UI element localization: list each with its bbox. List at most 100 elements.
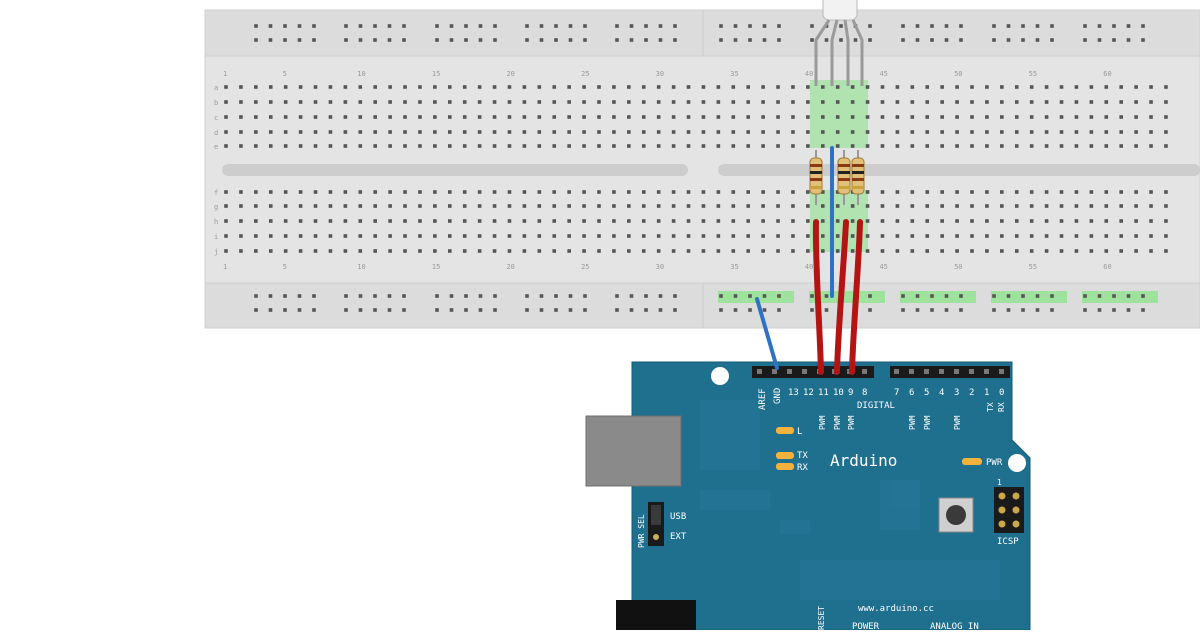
- breadboard-hole: [731, 100, 736, 104]
- breadboard-hole: [388, 234, 392, 238]
- rail-hole: [464, 308, 468, 312]
- rail-hole: [930, 308, 934, 312]
- rail-hole: [853, 38, 858, 42]
- breadboard-hole: [1044, 85, 1049, 89]
- rail-hole: [810, 308, 814, 312]
- breadboard-hole: [656, 130, 661, 134]
- rail-hole: [402, 24, 406, 28]
- breadboard-hole: [865, 115, 870, 119]
- usb-select-label: USB: [670, 512, 686, 522]
- breadboard-hole: [612, 100, 616, 104]
- rail-hole: [568, 24, 573, 28]
- breadboard-hole: [268, 219, 273, 223]
- breadboard-hole: [597, 100, 601, 104]
- breadboard-hole: [1104, 85, 1109, 89]
- breadboard-hole: [925, 144, 930, 148]
- breadboard-hole: [239, 249, 243, 253]
- power-jack: [616, 600, 696, 630]
- breadboard-hole: [283, 115, 288, 119]
- breadboard-hole: [1104, 100, 1109, 104]
- breadboard-hole: [537, 115, 542, 119]
- ext-select-label: EXT: [670, 532, 687, 542]
- rail-hole: [1021, 308, 1025, 312]
- rail-hole: [615, 294, 619, 298]
- breadboard-hole: [791, 190, 795, 194]
- breadboard-hole: [239, 190, 243, 194]
- column-number: 5: [283, 263, 287, 271]
- breadboard-hole: [895, 190, 900, 194]
- rail-hole: [762, 24, 767, 28]
- breadboard-hole: [254, 219, 258, 223]
- breadboard-hole: [462, 190, 467, 194]
- breadboard-hole: [537, 130, 542, 134]
- breadboard-hole: [850, 100, 855, 104]
- breadboard-hole: [850, 219, 855, 223]
- breadboard-hole: [373, 190, 377, 194]
- breadboard-hole: [433, 234, 437, 238]
- breadboard-hole: [1104, 190, 1109, 194]
- breadboard-hole: [671, 204, 676, 208]
- breadboard-hole: [1000, 249, 1004, 253]
- breadboard-hole: [254, 115, 258, 119]
- breadboard-hole: [373, 219, 377, 223]
- breadboard-hole: [1044, 130, 1049, 134]
- breadboard-hole: [880, 234, 885, 238]
- breadboard-hole: [1104, 204, 1109, 208]
- breadboard-hole: [701, 85, 706, 89]
- breadboard-hole: [940, 115, 944, 119]
- breadboard-hole: [835, 234, 840, 238]
- breadboard-hole: [1104, 249, 1109, 253]
- breadboard-hole: [313, 115, 318, 119]
- column-number: 1: [223, 70, 227, 78]
- rgb-led-body: [822, 0, 858, 21]
- pin-label-10: 10: [833, 388, 844, 398]
- breadboard-hole: [895, 85, 900, 89]
- breadboard-hole: [1059, 219, 1064, 223]
- breadboard-hole: [358, 249, 363, 253]
- breadboard-hole: [627, 190, 631, 194]
- breadboard-hole: [761, 130, 765, 134]
- breadboard-hole: [358, 219, 363, 223]
- breadboard-hole: [522, 219, 527, 223]
- breadboard-hole: [955, 130, 959, 134]
- breadboard-hole: [328, 130, 333, 134]
- breadboard-hole: [821, 115, 825, 119]
- breadboard-hole: [656, 234, 661, 238]
- pwm-label-5: PWM: [923, 415, 932, 430]
- breadboard-hole: [641, 85, 646, 89]
- breadboard-hole: [806, 85, 810, 89]
- header-pin: [924, 369, 929, 374]
- breadboard-hole: [1119, 85, 1123, 89]
- pin-label-2: 2: [969, 388, 974, 398]
- breadboard-hole: [552, 204, 557, 208]
- rail-hole: [387, 24, 392, 28]
- rail-hole: [615, 24, 619, 28]
- breadboard-hole: [552, 115, 557, 119]
- rail-hole: [373, 308, 377, 312]
- breadboard-hole: [716, 130, 721, 134]
- breadboard-hole: [910, 85, 915, 89]
- breadboard-hole: [477, 204, 482, 208]
- rail-hole: [268, 294, 273, 298]
- breadboard-hole: [955, 190, 959, 194]
- column-number: 20: [506, 70, 514, 78]
- column-number: 45: [879, 70, 887, 78]
- breadboard-hole: [641, 115, 646, 119]
- breadboard-hole: [821, 100, 825, 104]
- rail-hole: [525, 294, 529, 298]
- rail-hole: [297, 308, 302, 312]
- row-letter: b: [214, 99, 218, 107]
- rail-hole: [901, 294, 905, 298]
- breadboard-hole: [835, 115, 840, 119]
- reset-button-cap[interactable]: [946, 505, 966, 525]
- column-number: 10: [357, 263, 365, 271]
- rail-hole: [464, 294, 468, 298]
- wires: [755, 146, 863, 375]
- breadboard-hole: [895, 204, 900, 208]
- breadboard-hole: [1044, 219, 1049, 223]
- breadboard-hole: [492, 85, 497, 89]
- breadboard-hole: [1000, 100, 1004, 104]
- rail-hole: [568, 308, 573, 312]
- breadboard-hole: [522, 234, 527, 238]
- breadboard-hole: [448, 130, 452, 134]
